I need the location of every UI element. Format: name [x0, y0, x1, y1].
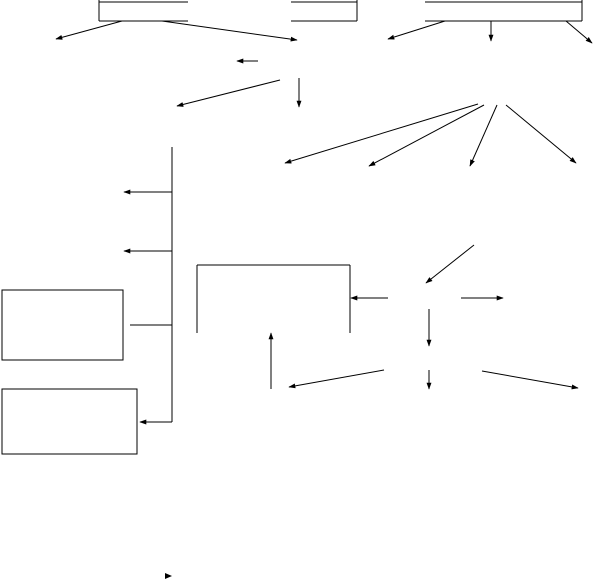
bottom-arrowhead-mark	[165, 573, 172, 579]
left-box-a	[1, 289, 124, 361]
arrow-lower-right	[481, 370, 579, 390]
arrow-fan-3	[469, 104, 498, 167]
arrow-top-left-to-right	[161, 20, 298, 42]
arrow-lower-left	[288, 369, 385, 389]
top-box-left	[98, 0, 188, 22]
arrow-top-right-to-left	[387, 20, 446, 40]
top-box-middle	[291, 0, 358, 22]
arrow-diagonal-down-left	[425, 244, 475, 284]
arrow-fan-4	[505, 104, 577, 164]
middle-bracket-box	[196, 264, 351, 333]
arrow-top-right-to-right	[565, 20, 593, 44]
left-box-b	[1, 388, 138, 455]
arrow-top-left-to-left	[55, 20, 123, 40]
top-box-right	[425, 0, 583, 22]
arrow-diagonal-left	[176, 79, 281, 107]
arrow-fan-2	[368, 104, 485, 167]
arrow-fan-1	[284, 103, 479, 164]
